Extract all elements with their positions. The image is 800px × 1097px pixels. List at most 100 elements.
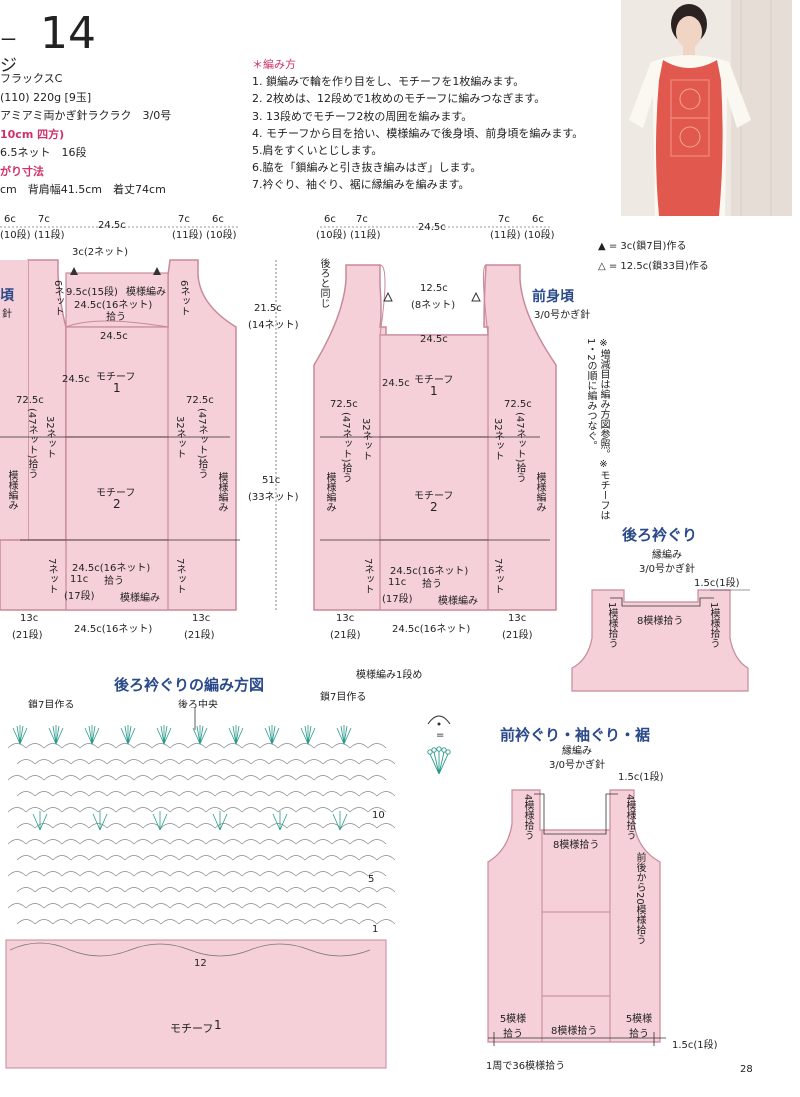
front-body-diagram xyxy=(313,226,557,611)
neck-width: 9.5c(15段) xyxy=(66,287,118,298)
pick-label: 24.5c(16ネット) xyxy=(74,300,153,311)
dim: 1.5c(1段) xyxy=(618,772,664,783)
bottom-pick: 拾う xyxy=(104,576,124,587)
net-count: 7ネット xyxy=(174,558,185,595)
pick-label: 拾う xyxy=(106,312,126,323)
back-neck-diagram xyxy=(571,589,750,692)
pick-label: 8模様拾う xyxy=(553,840,600,851)
bottom-pick: 24.5c(16ネット) xyxy=(72,563,151,574)
pattern-label: 模様編み xyxy=(6,470,17,510)
pattern-label: 模様編み xyxy=(438,596,478,607)
dim: 21.5c xyxy=(254,303,282,314)
dim: (11段) xyxy=(490,230,521,241)
side-count: (47ネット)拾う xyxy=(26,408,37,479)
material-line: 6.5ネット 16段 xyxy=(0,146,87,159)
side-count: (47ネット)拾う xyxy=(196,408,207,479)
legend: ▲ = 3c(鎖7目)作る △ = 12.5c(鎖33目)作る xyxy=(598,237,709,277)
pick-label: 4模様拾う xyxy=(624,794,635,841)
dim: 24.5c(16ネット) xyxy=(392,624,471,635)
net-count: 7ネット xyxy=(362,558,373,595)
row-number: 10 xyxy=(372,810,385,821)
note: ※増減目は編み方図参照。※モチーフは1・2の順に編みつなぐ。 xyxy=(585,338,609,520)
row-number: 1 xyxy=(372,924,379,935)
motif-label: モチーフ xyxy=(414,491,454,502)
equals-sign: = xyxy=(436,730,445,741)
pick-label: 1模様拾う xyxy=(708,602,719,649)
dim: (21段) xyxy=(502,630,533,641)
motif-number: 2 xyxy=(113,497,121,511)
side-count: (47ネット)拾う xyxy=(514,412,525,483)
dim: 6c xyxy=(212,214,224,225)
hook-label: 3/0号かぎ針 xyxy=(638,564,696,575)
net-count: 32ネット xyxy=(492,418,503,461)
motif-number: 1 xyxy=(430,384,438,398)
step: 7.衿ぐり、袖ぐり、裾に縁編みを編みます。 xyxy=(252,178,470,192)
dim: 13c xyxy=(336,613,355,624)
pattern-label: 模様編み xyxy=(216,472,227,512)
back-body-diagram xyxy=(0,226,240,611)
dim: (11段) xyxy=(172,230,203,241)
dim: 1.5c(1段) xyxy=(672,1040,718,1051)
dim: (10段) xyxy=(316,230,347,241)
net-count: 32ネット xyxy=(44,416,55,459)
front-body-sub: 3/0号かぎ針 xyxy=(534,310,591,321)
edging-label: 縁編み xyxy=(562,746,592,757)
front-neck-sub: 縁編み 3/0号かぎ針 xyxy=(532,745,622,773)
dim: 7c xyxy=(38,214,50,225)
chain-label: 鎖7目作る xyxy=(28,700,75,711)
motif-label: モチーフ xyxy=(414,375,454,386)
pattern-label: 模様編み xyxy=(324,472,335,512)
motif-number: 1 xyxy=(214,1018,222,1032)
row-number: 5 xyxy=(368,874,375,885)
dim: (21段) xyxy=(12,630,43,641)
dim: 24.5c xyxy=(418,222,446,233)
dim: 7c xyxy=(498,214,510,225)
pick-label: 1模様拾う xyxy=(606,602,617,649)
dim: 24.5c(16ネット) xyxy=(74,624,153,635)
side-len: 72.5c xyxy=(16,395,44,406)
step: 2. 2枚めは、12段めで1枚めのモチーフに編みつなぎます。 xyxy=(252,92,546,106)
chain-label: 鎖7目作る xyxy=(320,692,367,703)
step: 6.脇を「鎖編みと引き抜き編みはぎ」します。 xyxy=(252,161,482,175)
net-count: 7ネット xyxy=(492,558,503,595)
dim: (21段) xyxy=(330,630,361,641)
edging-label: 縁編み xyxy=(652,550,682,561)
material-line: 10cm 四方) xyxy=(0,127,65,141)
motif-label: モチーフ xyxy=(96,372,136,383)
motif-label: モチーフ xyxy=(96,488,136,499)
dim: 7c xyxy=(356,214,368,225)
motif-number: 2 xyxy=(430,500,438,514)
dim: 6c xyxy=(4,214,16,225)
pattern-number: 14 xyxy=(40,8,96,59)
dim: (17段) xyxy=(382,594,413,605)
net-count: 7ネット xyxy=(46,558,57,595)
pattern-label: 模様編み xyxy=(126,287,166,298)
total-label: 1周で36模様拾う xyxy=(486,1061,566,1072)
dim: 13c xyxy=(508,613,527,624)
material-line: cm 背肩幅41.5cm 着丈74cm xyxy=(0,183,166,196)
dim: (11段) xyxy=(350,230,381,241)
shoulder-label: 6ネット xyxy=(52,280,63,317)
dim: 13c xyxy=(192,613,211,624)
instructions-title: ＊編み方 xyxy=(252,58,296,71)
front-body-title: 前身頃 xyxy=(532,289,574,305)
net-count: 32ネット xyxy=(360,418,371,461)
page-prefix: ージ xyxy=(0,31,17,76)
legend-open-triangle: △ = 12.5c(鎖33目)作る xyxy=(598,261,709,272)
pattern-label: 模様編み xyxy=(534,472,545,512)
pick-label: 5模様拾う xyxy=(499,1014,527,1040)
side-len: 72.5c xyxy=(330,399,358,410)
motif-number: 1 xyxy=(113,381,121,395)
front-neck-title: 前衿ぐり・袖ぐり・裾 xyxy=(500,726,651,744)
mid-dim: 24.5c xyxy=(420,334,448,345)
same-as-back: 後ろと同じ xyxy=(318,258,329,308)
page-number: 28 xyxy=(740,1064,753,1075)
dim: 6c xyxy=(532,214,544,225)
dim: 7c xyxy=(178,214,190,225)
motif-label: モチーフ xyxy=(170,1022,214,1035)
center-label: 後ろ中央 xyxy=(178,700,218,711)
dim: (17段) xyxy=(64,591,95,602)
bottom-pick: 24.5c(16ネット) xyxy=(390,566,469,577)
dim: (14ネット) xyxy=(248,320,299,331)
neck-dim: (8ネット) xyxy=(411,300,456,311)
